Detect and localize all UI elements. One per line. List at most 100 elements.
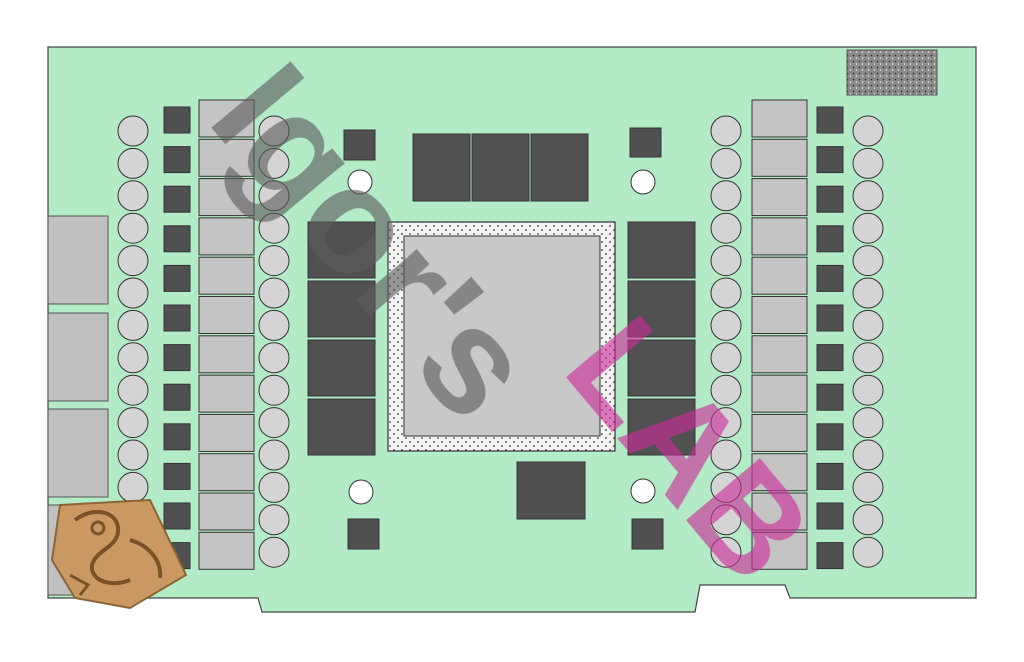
mosfet — [816, 344, 844, 372]
inductor — [198, 492, 255, 531]
connector-pad — [47, 312, 109, 402]
memory-module — [530, 133, 589, 202]
left-mosfet-column — [163, 106, 191, 570]
inductor — [198, 178, 255, 217]
memory-module — [307, 339, 376, 397]
capacitor — [117, 115, 149, 147]
capacitor — [258, 439, 290, 471]
bottom-center-chip — [516, 461, 586, 520]
inductor — [198, 256, 255, 295]
mosfet — [163, 225, 191, 253]
memory-module — [471, 133, 530, 202]
capacitor — [852, 245, 884, 277]
capacitor — [258, 212, 290, 244]
inductor — [751, 413, 808, 452]
capacitor — [117, 147, 149, 179]
small-chip-bottom-right — [631, 518, 664, 550]
capacitor — [710, 536, 742, 568]
mosfet — [816, 106, 844, 134]
capacitor — [258, 309, 290, 341]
capacitor — [710, 407, 742, 439]
capacitor — [117, 471, 149, 503]
capacitor — [710, 277, 742, 309]
mosfet — [816, 542, 844, 570]
mosfet — [816, 383, 844, 411]
inductor — [751, 453, 808, 492]
right-memory-modules — [627, 221, 696, 456]
mosfet — [163, 502, 191, 530]
mosfet — [163, 462, 191, 490]
inductor — [751, 178, 808, 217]
capacitor — [258, 407, 290, 439]
capacitor — [852, 277, 884, 309]
inductor — [198, 335, 255, 374]
mosfet — [816, 423, 844, 451]
mosfet — [816, 462, 844, 490]
mosfet — [816, 146, 844, 174]
mosfet — [816, 185, 844, 213]
mosfet — [816, 502, 844, 530]
dragon-seal-logo — [50, 498, 188, 610]
connector-pad — [47, 215, 109, 305]
mosfet — [816, 225, 844, 253]
capacitor — [852, 212, 884, 244]
mosfet — [163, 106, 191, 134]
capacitor — [852, 342, 884, 374]
inductor — [751, 256, 808, 295]
capacitor — [117, 374, 149, 406]
inductor — [198, 217, 255, 256]
capacitor — [117, 212, 149, 244]
capacitor — [258, 180, 290, 212]
capacitor — [710, 504, 742, 536]
inductor — [198, 374, 255, 413]
capacitor — [710, 212, 742, 244]
memory-module — [307, 398, 376, 456]
capacitor — [117, 407, 149, 439]
memory-module — [627, 221, 696, 279]
capacitor — [710, 245, 742, 277]
inductor — [751, 99, 808, 138]
capacitor — [258, 471, 290, 503]
mosfet — [163, 423, 191, 451]
capacitor — [258, 245, 290, 277]
mosfet — [163, 185, 191, 213]
capacitor — [852, 504, 884, 536]
capacitor — [710, 180, 742, 212]
capacitor — [852, 471, 884, 503]
memory-module — [627, 280, 696, 338]
capacitor — [258, 374, 290, 406]
speckle-patch — [846, 49, 938, 96]
capacitor — [117, 180, 149, 212]
small-chip-bottom-left — [347, 518, 380, 550]
capacitor — [258, 147, 290, 179]
right-inner-capacitor-column — [710, 115, 742, 568]
inductor — [198, 138, 255, 177]
inductor — [198, 99, 255, 138]
capacitor — [117, 277, 149, 309]
mounting-hole — [348, 479, 374, 505]
inductor — [198, 296, 255, 334]
capacitor — [258, 277, 290, 309]
top-memory-modules — [412, 133, 589, 202]
capacitor — [117, 309, 149, 341]
inductor — [751, 335, 808, 374]
mosfet — [163, 146, 191, 174]
capacitor — [258, 342, 290, 374]
inductor — [751, 296, 808, 334]
right-outer-capacitor-column — [852, 115, 884, 568]
small-chip-top-right — [629, 127, 662, 158]
small-chip-top-left — [343, 129, 376, 161]
gpu-die — [403, 235, 601, 437]
mosfet — [163, 304, 191, 332]
capacitor — [710, 115, 742, 147]
capacitor — [852, 309, 884, 341]
capacitor — [852, 439, 884, 471]
capacitor — [258, 504, 290, 536]
capacitor — [710, 147, 742, 179]
mounting-hole — [630, 169, 656, 195]
capacitor — [117, 342, 149, 374]
inductor — [751, 217, 808, 256]
mosfet — [163, 383, 191, 411]
